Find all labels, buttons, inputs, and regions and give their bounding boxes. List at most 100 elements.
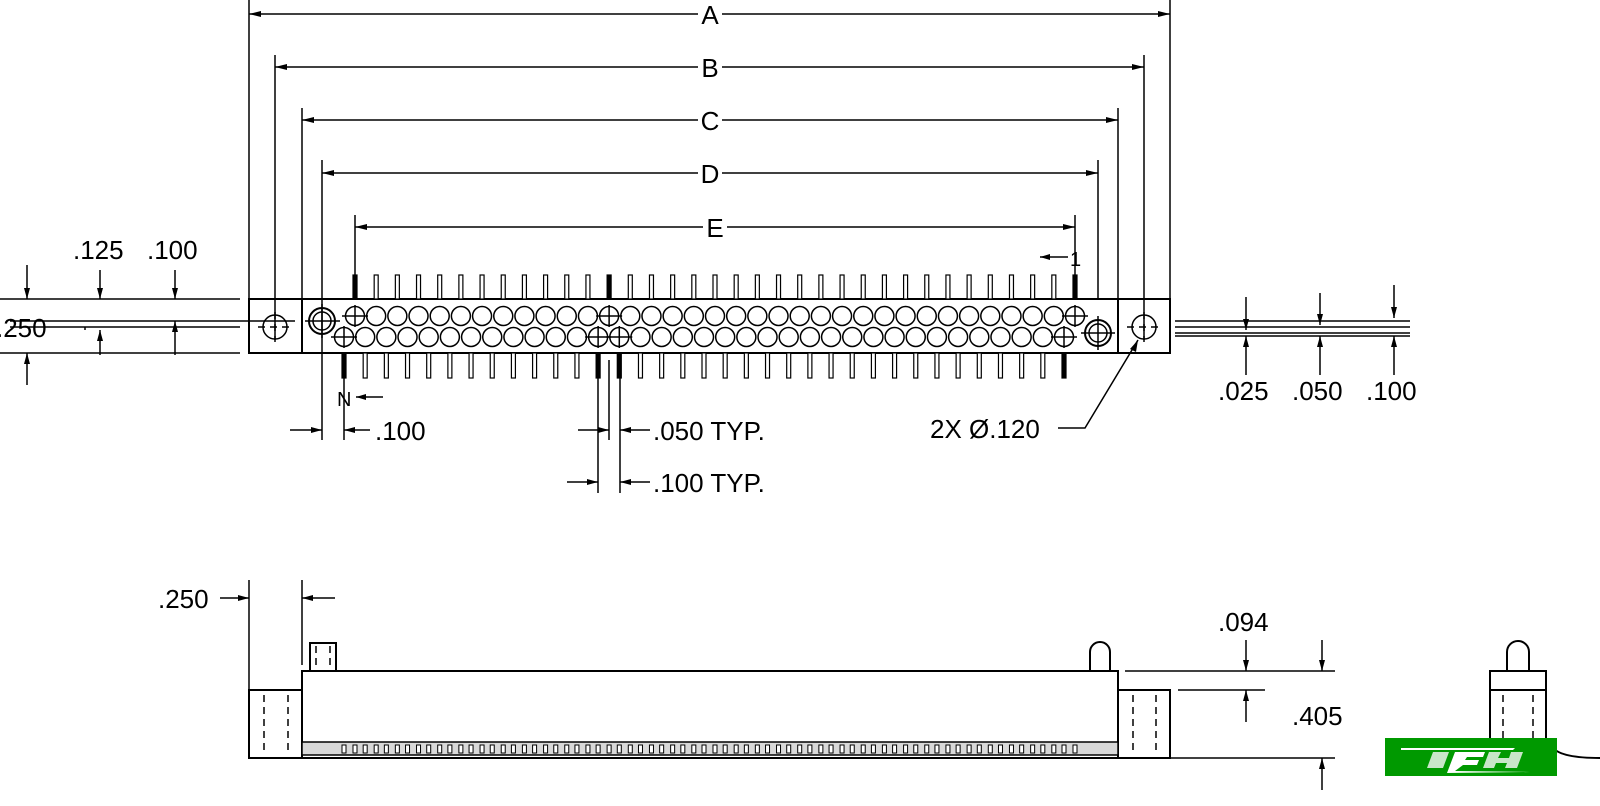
pin-tail (976, 352, 982, 379)
pin-center-mark (1062, 305, 1088, 327)
dim-offset-100: .100 (375, 416, 426, 446)
pin-contact (863, 326, 884, 348)
pin-tail (394, 274, 400, 300)
pin-contact (969, 326, 990, 348)
pin-tail (945, 274, 951, 300)
pin-tail (585, 274, 591, 300)
dim-left-100: .100 (147, 235, 198, 265)
side-pin-tail (1019, 744, 1025, 754)
pin-contact (651, 326, 672, 348)
side-pin-tail (468, 744, 474, 754)
pin-contact (810, 305, 832, 327)
side-pin-tail (701, 744, 707, 754)
side-pin-tail (1051, 744, 1057, 754)
pin-tail (691, 274, 697, 300)
pin-tail (489, 352, 495, 379)
side-pin-tail (1030, 744, 1036, 754)
pin-tail (881, 274, 888, 300)
pin-contact (980, 305, 1001, 327)
side-pin-tail (500, 744, 506, 754)
pin-contact (1043, 305, 1065, 327)
side-pin-tail (595, 744, 601, 754)
pin-contact (460, 326, 482, 348)
pin-contact (852, 305, 874, 327)
pin-contact (725, 305, 747, 327)
pin-contact (958, 305, 980, 327)
pin-tail (383, 352, 389, 379)
side-pin-tail (510, 744, 516, 754)
dim-label-e: E (706, 213, 723, 243)
side-pin-tail (860, 744, 866, 754)
pin-tail (362, 352, 368, 379)
pin-tail (648, 274, 655, 300)
pin-tail (415, 274, 422, 300)
side-pin-tail (564, 744, 570, 754)
side-pin-tail (405, 744, 411, 754)
pin-contact (354, 326, 376, 348)
pin-contact (736, 326, 757, 348)
pin-tail (1030, 274, 1036, 300)
pin-tail (997, 352, 1004, 379)
dim-left-250: .250 (0, 313, 47, 343)
pin-contact (820, 326, 842, 348)
side-pin-tail (839, 744, 845, 754)
side-pin-tail (532, 744, 538, 754)
side-pin-tail (797, 744, 803, 754)
pin-contact (376, 326, 397, 348)
side-pin-tail (574, 744, 580, 754)
dim-left-125: .125 (73, 235, 124, 265)
pin-tail (479, 274, 485, 300)
pin-contact (672, 326, 694, 348)
side-pin-tail (416, 744, 422, 754)
pin-tail (775, 274, 782, 300)
side-pin-tail (828, 744, 834, 754)
pin-tail (722, 352, 728, 379)
side-pin-tail (670, 744, 676, 754)
pin-contact (778, 326, 799, 348)
pin-tail (733, 274, 739, 300)
side-pin-tail (966, 744, 972, 754)
pin-contact (905, 326, 927, 348)
dim-typ-050: .050 TYP. (653, 416, 765, 446)
pin-one-label: 1 (1070, 249, 1081, 271)
side-pin-tail (903, 744, 909, 754)
side-pin-tail (373, 744, 379, 754)
pin-contact (408, 305, 429, 327)
pin-tail (701, 352, 707, 379)
side-pin-tail (553, 744, 559, 754)
side-pin-tail (585, 744, 591, 754)
pin-contact (397, 326, 418, 348)
pin-contact (535, 305, 556, 327)
pin-tail (712, 274, 718, 300)
side-pin-tail (997, 744, 1003, 754)
pin-contact (662, 305, 683, 327)
pin-tail (1019, 352, 1025, 379)
side-pin-tail (934, 744, 940, 754)
pin-tail (468, 352, 474, 379)
pin-contact (1011, 326, 1032, 348)
pin-tail (754, 274, 760, 300)
pin-tail (818, 274, 824, 300)
side-pin-tail (1008, 744, 1014, 754)
pin-contact (566, 326, 588, 348)
pin-center-mark (596, 305, 623, 327)
pin-center-mark (1051, 326, 1077, 348)
side-pin-tail (976, 744, 982, 754)
pin-contact (704, 305, 726, 327)
dim-side-250: .250 (158, 584, 209, 614)
pin-contact (471, 305, 493, 327)
pin-tail (1072, 274, 1078, 300)
pin-tail (606, 274, 612, 300)
pin-tail (797, 274, 803, 300)
pin-contact (429, 305, 450, 327)
pin-contact (641, 305, 662, 327)
pin-center-mark (331, 326, 357, 348)
pin-tail (564, 274, 570, 300)
pin-contact (747, 305, 768, 327)
pin-tail (447, 352, 453, 379)
pin-contact (799, 326, 821, 348)
pin-tail (764, 352, 771, 379)
pin-tail (404, 352, 411, 379)
side-pin-tail (659, 744, 665, 754)
pin-tail (987, 274, 993, 300)
